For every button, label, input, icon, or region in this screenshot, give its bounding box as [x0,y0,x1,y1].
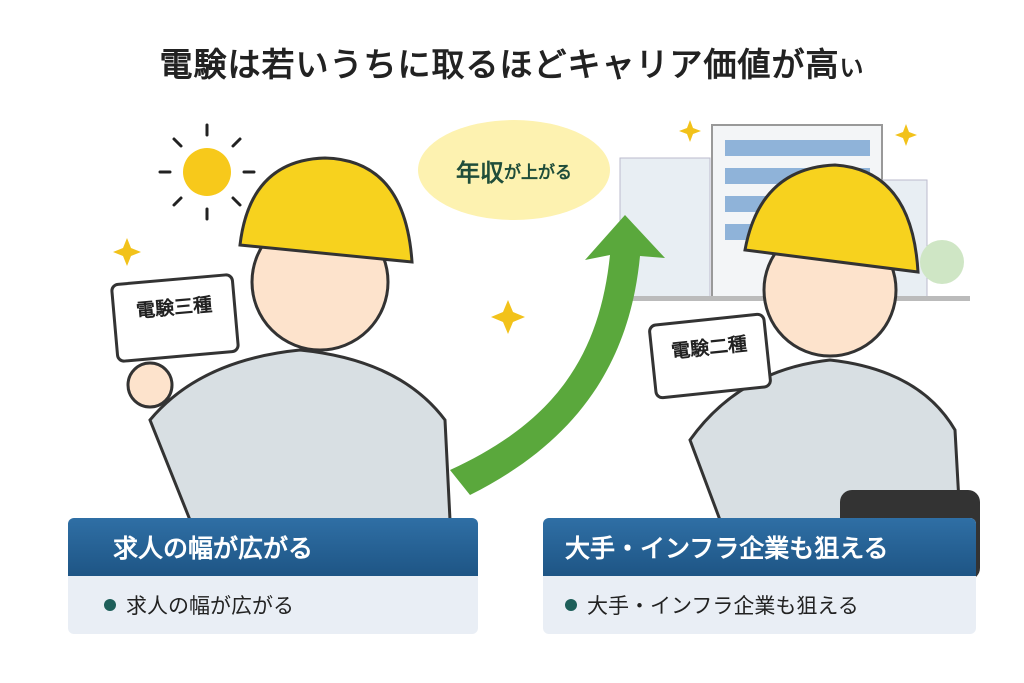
card-title: 電験三種 [135,293,213,323]
benefit-panel-left: 求人の幅が広がる 求人の幅が広がる [68,518,478,634]
bullet-icon [104,599,116,611]
bullet-icon [565,599,577,611]
speech-bubble: 年収が上がる [418,120,610,220]
license-card-left: 電験三種 [109,272,241,364]
panel-heading: 大手・インフラ企業も狙える [543,518,976,576]
panel-bullet: 求人の幅が広がる [126,594,294,618]
page-title: 電験は若いうちに取るほどキャリア価値が高い [0,38,1024,86]
sparkle-icons [113,120,917,334]
title-text: 電験は若いうちに取るほどキャリア価値が高 [159,45,840,84]
worker-left [126,156,452,522]
card-title: 電験二種 [670,333,749,363]
panel-heading: 求人の幅が広がる [68,518,478,576]
license-card-right: 電験二種 [647,312,773,400]
bubble-text-main: 年収 [456,158,504,187]
sun-icon [158,123,256,221]
bubble-text-sub: が上がる [504,162,572,183]
arrow-up-icon [450,215,665,495]
panel-bullet: 大手・インフラ企業も狙える [587,594,859,618]
benefit-panel-right: 大手・インフラ企業も狙える 大手・インフラ企業も狙える [543,518,976,634]
title-tail: い [839,54,865,82]
